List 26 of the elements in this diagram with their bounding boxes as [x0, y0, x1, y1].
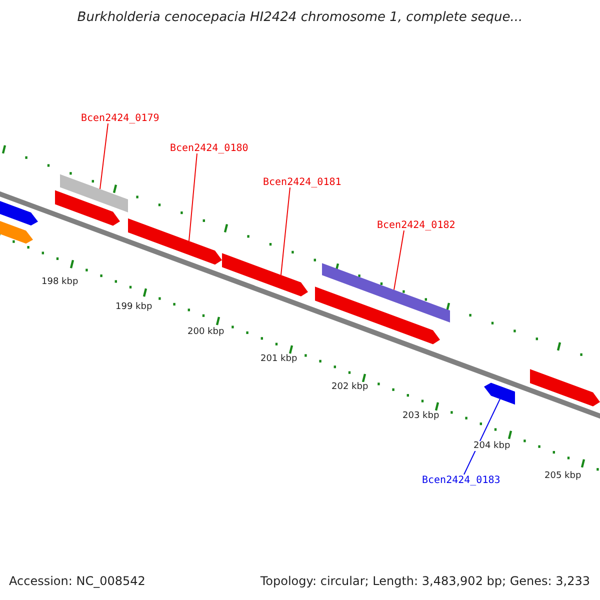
leader-line: [188, 153, 198, 242]
gene-label: Bcen2424_0183: [422, 474, 500, 486]
leader-line: [100, 123, 108, 190]
gene-feature: [128, 218, 222, 265]
gene-label: Bcen2424_0179: [81, 112, 160, 124]
leader-line: [280, 187, 290, 276]
gene-feature: [322, 263, 450, 322]
scale-label: 204 kbp: [474, 441, 510, 451]
gene-feature: [222, 253, 308, 296]
gene-feature: [60, 174, 128, 212]
title: Burkholderia cenocepacia HI2424 chromosome 1, complete seque...: [76, 10, 524, 25]
footer-text: Topology: circular; Length: 3,483,902 bp; Genes: 3,233: [260, 574, 590, 588]
scale-label: 203 kbp: [402, 411, 440, 421]
leader-line: [464, 398, 500, 475]
scale-label: 199 kbp: [116, 302, 152, 312]
gene-label: Bcen2424_0181: [263, 176, 342, 188]
scale-label: 202 kbp: [332, 382, 368, 392]
footer-text: Accession: NC_008542: [9, 574, 146, 588]
gene-label: Bcen2424_0180: [170, 142, 248, 154]
gene-label: Bcen2424_0182: [377, 220, 456, 230]
scale-label: 198 kbp: [42, 277, 78, 287]
scale-label: 201 kbp: [260, 354, 298, 364]
leader-line: [394, 230, 404, 290]
scale-label: 205 kbp: [544, 471, 582, 481]
gene-feature: [484, 382, 515, 405]
scale-label: 200 kbp: [188, 327, 224, 337]
